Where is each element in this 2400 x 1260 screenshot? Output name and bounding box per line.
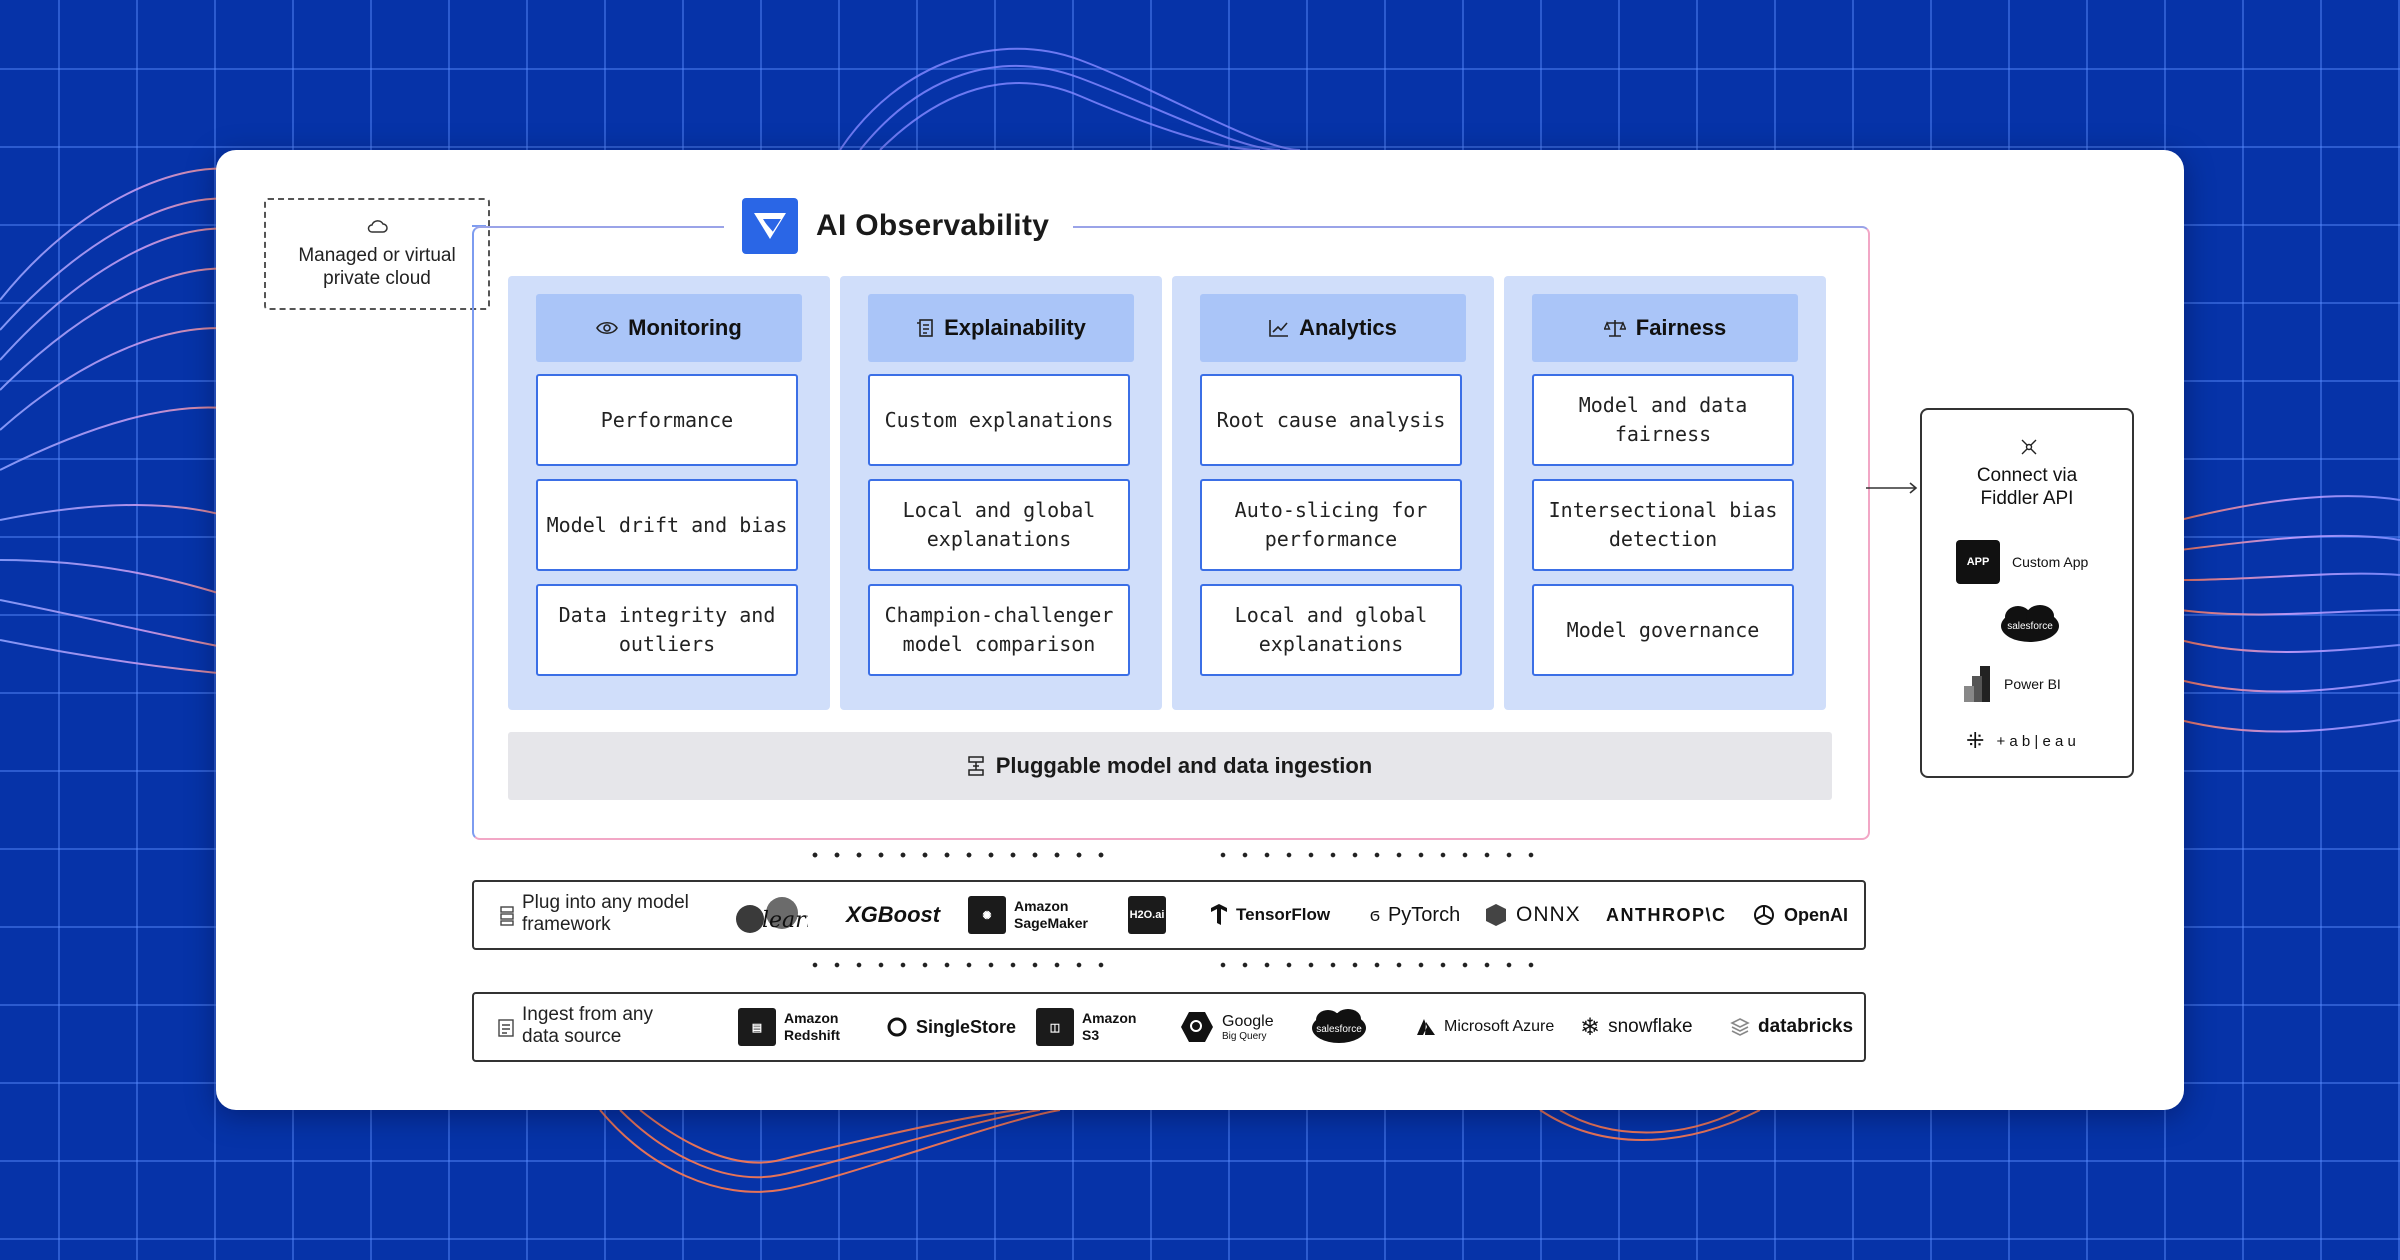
tableau-icon: ⁜ (1966, 728, 1985, 753)
monitoring-item-drift: Model drift and bias (536, 479, 798, 571)
explainability-item-champion: Champion-challenger model comparison (868, 584, 1130, 676)
bigquery-icon (1181, 1012, 1213, 1042)
api-box: Connect via Fiddler API APP Custom App s… (1920, 408, 2134, 778)
api-item-powerbi: Power BI (1962, 664, 2061, 704)
dots-connector (804, 954, 1112, 976)
s3-logo: ◫ Amazon S3 (1036, 994, 1142, 1060)
azure-logo: Microsoft Azure (1416, 994, 1554, 1060)
fiddler-logo (742, 198, 798, 254)
bigquery-logo: Google Big Query (1180, 994, 1274, 1060)
tensorflow-icon (1211, 904, 1227, 925)
anthropic-logo: ANTHROP\C (1606, 904, 1727, 925)
api-title: Connect via Fiddler API (1976, 465, 2078, 509)
dots-connector (1212, 844, 1542, 866)
svg-text:salesforce: salesforce (1316, 1024, 1362, 1035)
document-icon (917, 319, 933, 337)
redshift-logo: ▤ Amazon Redshift (738, 994, 854, 1060)
scale-icon (1603, 320, 1626, 337)
singlestore-icon (887, 1017, 907, 1037)
observability-header: AI Observability (724, 196, 1074, 256)
api-arrow (1866, 482, 1918, 494)
monitoring-item-integrity: Data integrity and outliers (536, 584, 798, 676)
analytics-column: Analytics Root cause analysis Auto-slici… (1172, 276, 1494, 710)
network-icon (2021, 439, 2037, 455)
svg-text:salesforce: salesforce (2007, 621, 2053, 632)
data-source-icon (498, 1019, 514, 1037)
fairness-item-governance: Model governance (1532, 584, 1794, 676)
fairness-item-intersectional: Intersectional bias detection (1532, 479, 1794, 571)
tensorflow-logo: TensorFlow (1210, 882, 1330, 948)
analytics-item-auto-slicing: Auto-slicing for performance (1200, 479, 1462, 571)
ingestion-bar: Pluggable model and data ingestion (508, 732, 1832, 800)
analytics-item-root-cause: Root cause analysis (1200, 374, 1462, 466)
monitoring-title: Monitoring (628, 315, 742, 340)
fairness-column: Fairness Model and data fairness Interse… (1504, 276, 1826, 710)
dots-connector (804, 844, 1112, 866)
monitoring-column: Monitoring Performance Model drift and b… (508, 276, 830, 710)
private-cloud-label: Managed or virtual private cloud (298, 245, 456, 289)
explainability-header: Explainability (868, 294, 1134, 362)
framework-row: Plug into any model framework learn XGBo… (472, 880, 1866, 950)
sagemaker-logo: ✺ Amazon SageMaker (968, 882, 1098, 948)
svg-text:learn: learn (762, 908, 808, 933)
onnx-icon (1486, 904, 1506, 926)
data-source-row: Ingest from any data source ▤ Amazon Red… (472, 992, 1866, 1062)
explainability-item-custom: Custom explanations (868, 374, 1130, 466)
ingestion-icon (968, 756, 984, 776)
api-item-salesforce: salesforce (1998, 602, 2062, 646)
databricks-icon (1730, 1018, 1750, 1036)
explainability-title: Explainability (944, 315, 1086, 340)
h2o-logo: H2O.ai (1128, 882, 1166, 948)
data-source-label: Ingest from any data source (522, 1004, 653, 1047)
framework-icon (500, 906, 514, 926)
analytics-header: Analytics (1200, 294, 1466, 362)
explainability-item-local-global: Local and global explanations (868, 479, 1130, 571)
openai-logo: OpenAI (1752, 882, 1848, 948)
s3-icon: ◫ (1036, 1008, 1074, 1046)
private-cloud-box: Managed or virtual private cloud (264, 198, 490, 310)
fairness-title: Fairness (1635, 315, 1727, 340)
framework-label: Plug into any model framework (522, 892, 689, 935)
snowflake-logo: ❄snowflake (1580, 1013, 1693, 1041)
onnx-logo: ONNX (1484, 882, 1581, 948)
ingestion-label: Pluggable model and data ingestion (995, 753, 1373, 778)
explainability-column: Explainability Custom explanations Local… (840, 276, 1162, 710)
app-icon: APP (1956, 540, 2000, 584)
sagemaker-icon: ✺ (968, 896, 1006, 934)
analytics-title: Analytics (1299, 315, 1397, 340)
singlestore-logo: SingleStore (886, 994, 1016, 1060)
monitoring-item-performance: Performance (536, 374, 798, 466)
observability-title: AI Observability (816, 209, 1050, 242)
analytics-item-local-global: Local and global explanations (1200, 584, 1462, 676)
chart-icon (1269, 320, 1289, 337)
cloud-connector (472, 225, 486, 227)
fairness-header: Fairness (1532, 294, 1798, 362)
monitoring-header: Monitoring (536, 294, 802, 362)
openai-icon (1754, 905, 1774, 925)
salesforce-source-logo: salesforce (1310, 994, 1368, 1060)
architecture-card: Managed or virtual private cloud AI Obse… (216, 150, 2184, 1110)
sklearn-logo: learn (732, 882, 808, 948)
eye-icon (596, 321, 619, 335)
powerbi-icon (1964, 666, 1990, 702)
cloud-icon (367, 220, 388, 233)
api-item-custom-app: APP Custom App (1956, 540, 2088, 584)
api-item-tableau: ⁜ + a b | e a u (1966, 728, 2076, 753)
observability-frame (472, 226, 1870, 840)
azure-icon (1417, 1019, 1435, 1035)
redshift-icon: ▤ (738, 1008, 776, 1046)
databricks-logo: databricks (1730, 994, 1853, 1060)
fairness-item-model-data: Model and data fairness (1532, 374, 1794, 466)
dots-connector (1212, 954, 1542, 976)
xgboost-logo: XGBoost (846, 902, 941, 927)
